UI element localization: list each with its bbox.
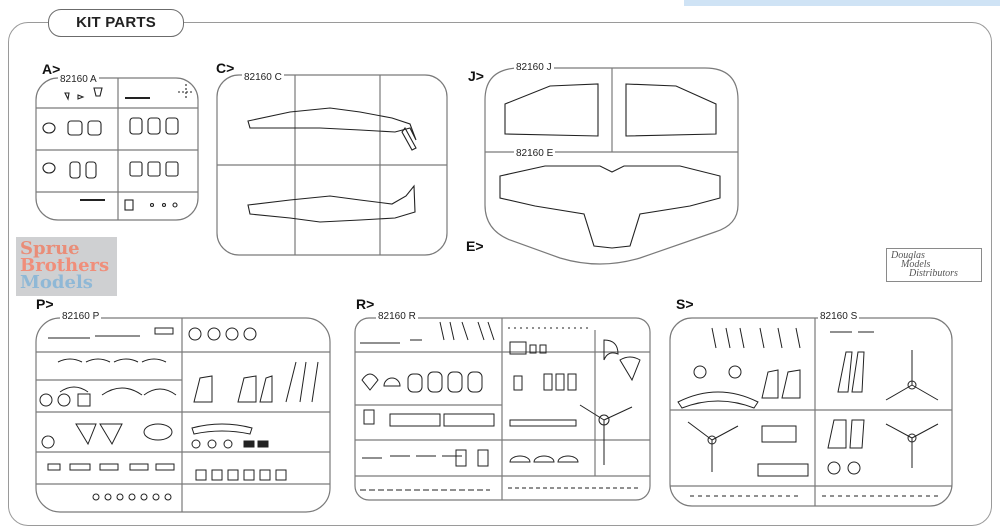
sprue-s-frame (669, 317, 953, 507)
watermark-line-1: Sprue (20, 238, 80, 259)
distributor-line-2: Models (901, 259, 931, 270)
distributor-line-1: Douglas (891, 250, 925, 261)
sprue-r-parts (360, 321, 641, 491)
sprue-c-code: 82160 C (242, 72, 284, 83)
sprue-j-letter: J> (468, 68, 484, 84)
sprue-p-frame (35, 317, 331, 513)
sprue-e-letter: E> (466, 238, 484, 254)
sprue-brothers-watermark: Sprue Brothers Models (16, 237, 117, 296)
sprue-e-code: 82160 E (514, 148, 556, 159)
sprue-a-frame (35, 77, 199, 221)
sprue-s-parts (677, 327, 940, 497)
kit-parts-frame (8, 22, 992, 526)
sprue-s-code: 82160 S (818, 311, 860, 322)
watermark-line-3: Models (20, 272, 93, 293)
sprue-c-letter: C> (216, 60, 235, 76)
distributor-logo: Douglas Models Distributors (886, 248, 982, 282)
sprue-c-fuselages (247, 107, 417, 223)
sprue-p-code: 82160 P (60, 311, 102, 322)
sprue-r-letter: R> (356, 296, 375, 312)
sprue-a-code: 82160 A (58, 74, 99, 85)
watermark-line-2: Brothers (20, 255, 110, 276)
sprue-je-wings (499, 83, 721, 249)
sprue-s-letter: S> (676, 296, 694, 312)
sprue-a-letter: A> (42, 61, 61, 77)
top-accent-bar (684, 0, 1000, 6)
sprue-p-letter: P> (36, 296, 54, 312)
sprue-a-parts (42, 84, 194, 211)
section-title: KIT PARTS (48, 9, 184, 37)
distributor-line-3: Distributors (909, 268, 958, 279)
sprue-p-parts (39, 327, 319, 501)
sprue-r-code: 82160 R (376, 311, 418, 322)
sprue-j-code: 82160 J (514, 62, 554, 73)
